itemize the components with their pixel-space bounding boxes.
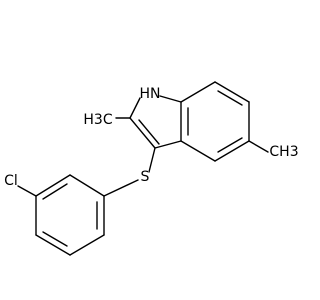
bond xyxy=(69,234,105,256)
molecule-drawing: HN H3C CH3 S Cl xyxy=(4,81,299,256)
structure-diagram: HN H3C CH3 S Cl xyxy=(4,81,299,256)
pyrrole-ring xyxy=(129,95,182,149)
chlorophenyl-ring xyxy=(35,174,105,256)
bond-c-cl xyxy=(17,185,37,197)
chlorine-label: Cl xyxy=(4,173,18,189)
bond-double xyxy=(42,183,68,200)
bond-methyl-right xyxy=(248,140,269,153)
bond xyxy=(154,140,182,149)
bond xyxy=(180,81,216,103)
bond-double xyxy=(42,231,68,247)
bond xyxy=(69,174,105,197)
bond-double xyxy=(217,90,243,106)
bond-double xyxy=(217,137,243,153)
methyl-right-label: CH3 xyxy=(269,144,298,160)
bond xyxy=(35,234,71,256)
bond xyxy=(35,174,71,197)
indole-benzene-ring xyxy=(180,81,250,162)
bond xyxy=(214,140,250,162)
bond-double xyxy=(138,119,160,145)
nh-label: HN xyxy=(140,86,161,102)
bond xyxy=(129,117,156,149)
methyl-left-label: H3C xyxy=(83,112,112,128)
bond xyxy=(180,140,216,162)
bond xyxy=(214,81,250,103)
bond xyxy=(159,95,182,103)
bond xyxy=(129,97,141,119)
sulfur-label: S xyxy=(141,169,150,185)
bond-c-s xyxy=(148,147,156,173)
bond-s-aryl xyxy=(103,179,139,197)
